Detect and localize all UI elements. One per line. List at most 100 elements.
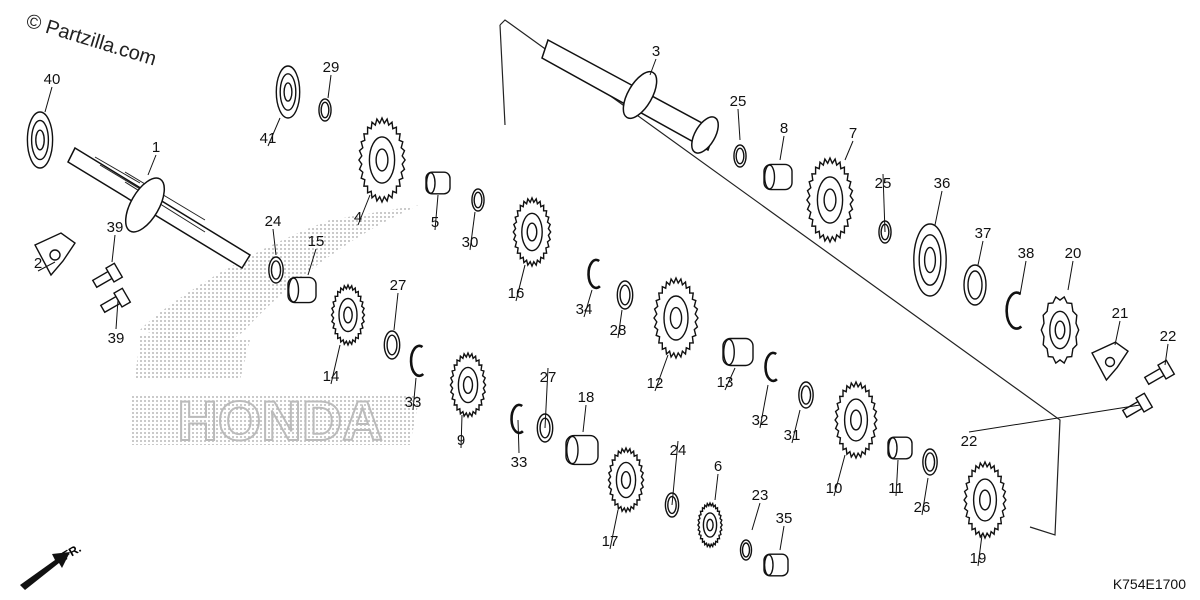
- part-label-3[interactable]: 3: [652, 43, 660, 60]
- part-label-39[interactable]: 39: [107, 219, 124, 236]
- part-label-12[interactable]: 12: [647, 375, 664, 392]
- part-label-11[interactable]: 11: [888, 480, 904, 497]
- part-label-4[interactable]: 4: [354, 209, 362, 226]
- part-label-24-2[interactable]: 24: [670, 442, 687, 459]
- part-label-29[interactable]: 29: [323, 59, 340, 76]
- part-label-28[interactable]: 28: [610, 322, 627, 339]
- leader-line-39-2: [115, 299, 119, 330]
- part-label-35[interactable]: 35: [776, 510, 793, 527]
- leader-line-16: [515, 264, 526, 302]
- leader-line-37: [977, 240, 984, 266]
- leader-line-14: [330, 344, 341, 385]
- leader-line-35: [779, 525, 785, 551]
- part-8-bushing: [763, 163, 793, 191]
- part-label-22[interactable]: 22: [1160, 328, 1177, 345]
- part-label-24[interactable]: 24: [265, 213, 282, 230]
- part-7-gear: [806, 156, 854, 244]
- leader-line-17: [609, 509, 619, 550]
- part-label-9[interactable]: 9: [457, 432, 465, 449]
- part-label-25[interactable]: 25: [730, 93, 747, 110]
- leader-line-31: [791, 409, 801, 444]
- part-6-gear: [697, 501, 723, 549]
- part-label-40[interactable]: 40: [44, 71, 61, 88]
- leader-line-11: [895, 459, 899, 497]
- leader-line-9: [460, 414, 463, 449]
- part-23-washer: [739, 539, 753, 561]
- part-label-37[interactable]: 37: [975, 225, 992, 242]
- part-label-36[interactable]: 36: [934, 175, 951, 192]
- part-label-23[interactable]: 23: [752, 487, 769, 504]
- leader-line-21: [1114, 320, 1121, 346]
- leader-line-22: [1164, 343, 1169, 366]
- leader-line-20: [1067, 260, 1074, 291]
- part-11-bushing: [887, 436, 913, 460]
- leader-line-24-2: [671, 440, 679, 506]
- leader-line-8: [779, 135, 785, 161]
- leader-line-4: [357, 194, 371, 226]
- part-label-30[interactable]: 30: [462, 234, 479, 251]
- leader-line-39: [111, 234, 116, 263]
- part-label-31[interactable]: 31: [784, 427, 801, 444]
- part-label-15[interactable]: 15: [308, 233, 325, 250]
- part-label-32[interactable]: 32: [752, 412, 769, 429]
- leader-line-19: [977, 534, 983, 567]
- leader-line-15: [307, 248, 317, 276]
- part-label-26[interactable]: 26: [914, 499, 931, 516]
- part-24-washer: [268, 256, 284, 284]
- part-label-19[interactable]: 19: [970, 550, 987, 567]
- leader-line-10: [833, 454, 846, 497]
- part-label-20[interactable]: 20: [1065, 245, 1082, 262]
- part-label-17[interactable]: 17: [602, 533, 619, 550]
- part-41-ball-bearing: [275, 65, 301, 119]
- leader-line-27: [393, 292, 399, 331]
- leader-line-40: [44, 86, 53, 113]
- leader-line-24: [272, 228, 277, 256]
- part-label-39-2[interactable]: 39: [108, 330, 125, 347]
- part-34-circlip: [587, 258, 601, 290]
- leader-line-33-2: [517, 419, 520, 454]
- part-label-6[interactable]: 6: [714, 458, 722, 475]
- part-label-13[interactable]: 13: [717, 374, 734, 391]
- part-39-bolt: [91, 262, 124, 289]
- part-39-bolt-2: [99, 287, 132, 314]
- part-label-25-2[interactable]: 25: [875, 175, 892, 192]
- leader-line-28: [617, 309, 623, 339]
- countershaft: [541, 38, 719, 154]
- part-label-22-2[interactable]: 22: [961, 433, 978, 450]
- part-label-14[interactable]: 14: [323, 368, 340, 385]
- part-label-33[interactable]: 33: [405, 394, 422, 411]
- mainshaft: [67, 146, 252, 270]
- part-18-needle-bearing: [565, 434, 599, 466]
- part-4-gear: [358, 116, 406, 204]
- leader-line-6: [714, 473, 719, 501]
- part-label-16[interactable]: 16: [508, 285, 525, 302]
- part-label-7[interactable]: 7: [849, 125, 857, 142]
- part-25-washer: [733, 144, 747, 168]
- part-label-18[interactable]: 18: [578, 389, 595, 406]
- part-label-10[interactable]: 10: [826, 480, 843, 497]
- part-label-5[interactable]: 5: [431, 214, 439, 231]
- part-26-washer: [922, 448, 938, 476]
- part-label-2[interactable]: 2: [34, 255, 42, 272]
- part-label-33-2[interactable]: 33: [511, 454, 528, 471]
- leader-line-22-2: [968, 404, 1141, 433]
- countershaft-group-outline: [499, 19, 1061, 536]
- part-label-27[interactable]: 27: [390, 277, 407, 294]
- part-32-lock-washer: [764, 351, 778, 383]
- part-5-bushing: [425, 171, 451, 195]
- leader-line-5: [434, 194, 439, 231]
- part-label-41[interactable]: 41: [260, 130, 277, 147]
- part-label-21[interactable]: 21: [1112, 305, 1129, 322]
- part-36-ball-bearing: [913, 223, 947, 297]
- leader-line-25: [737, 108, 741, 141]
- leader-line-2: [37, 261, 56, 272]
- leader-line-26: [921, 477, 929, 516]
- part-label-27-2[interactable]: 27: [540, 369, 557, 386]
- leader-line-29: [327, 74, 332, 99]
- part-label-8[interactable]: 8: [780, 120, 788, 137]
- part-label-38[interactable]: 38: [1018, 245, 1035, 262]
- part-38-circlip: [1005, 291, 1023, 330]
- part-label-1[interactable]: 1: [152, 139, 160, 156]
- part-label-34[interactable]: 34: [576, 301, 593, 318]
